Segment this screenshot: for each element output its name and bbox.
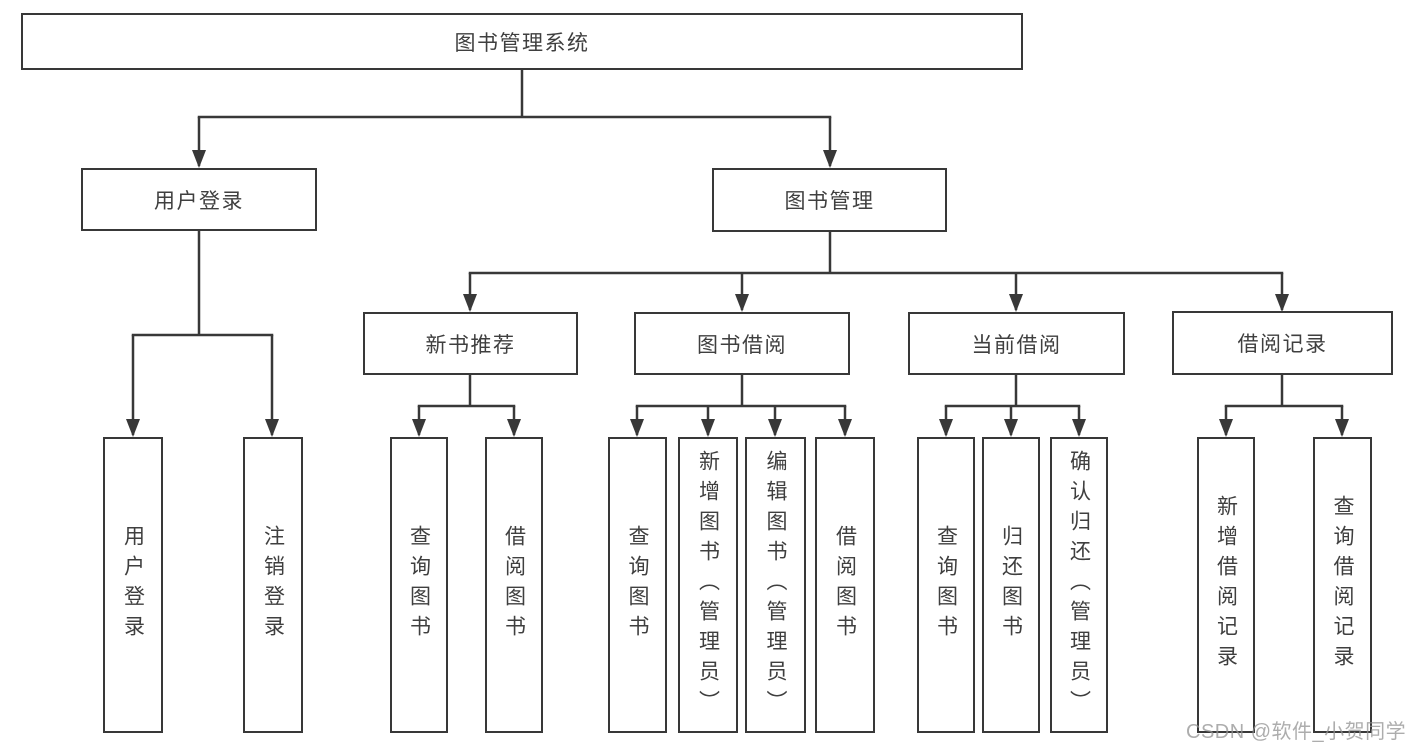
node-records-query-record: 查询借阅记录	[1313, 437, 1372, 733]
node-logout-action: 注销登录	[243, 437, 303, 733]
node-label: 查询图书	[626, 525, 649, 645]
node-borrowing-records: 借阅记录	[1172, 311, 1393, 375]
node-label: 借阅图书	[833, 525, 857, 645]
node-records-add-record: 新增借阅记录	[1197, 437, 1255, 733]
node-newbook-borrow-books: 借阅图书	[485, 437, 543, 733]
node-label: 确认归还（管理员）	[1067, 450, 1091, 720]
node-user-login: 用户登录	[81, 168, 317, 231]
node-label: 当前借阅	[971, 333, 1062, 357]
node-newbook-query-books: 查询图书	[390, 437, 448, 733]
node-label: 编辑图书（管理员）	[764, 450, 787, 720]
node-borrow-edit-books-admin: 编辑图书（管理员）	[745, 437, 806, 733]
node-label: 查询图书	[934, 525, 958, 645]
node-current-confirm-return-admin: 确认归还（管理员）	[1050, 437, 1108, 733]
node-label: 图书管理系统	[454, 31, 590, 55]
node-label: 用户登录	[121, 525, 145, 645]
node-label: 借阅记录	[1237, 333, 1328, 356]
node-label: 用户登录	[154, 189, 244, 213]
node-label: 注销登录	[261, 525, 285, 645]
node-label: 新书推荐	[425, 333, 516, 357]
node-book-management: 图书管理	[712, 168, 947, 232]
node-new-book-recommend: 新书推荐	[363, 312, 578, 375]
node-user-login-action: 用户登录	[103, 437, 163, 733]
node-label: 新增借阅记录	[1214, 495, 1238, 675]
node-current-borrowing: 当前借阅	[908, 312, 1125, 375]
node-book-borrowing: 图书借阅	[634, 312, 850, 375]
node-borrow-add-books-admin: 新增图书（管理员）	[678, 437, 738, 733]
node-label: 借阅图书	[502, 525, 526, 645]
node-label: 图书借阅	[697, 333, 787, 357]
node-current-return-books: 归还图书	[982, 437, 1040, 733]
node-label: 新增图书（管理员）	[696, 450, 720, 720]
node-borrow-borrow-books: 借阅图书	[815, 437, 875, 733]
node-label: 图书管理	[784, 190, 875, 213]
node-borrow-query-books: 查询图书	[608, 437, 667, 733]
node-current-query-books: 查询图书	[917, 437, 975, 733]
node-label: 查询借阅记录	[1331, 495, 1354, 675]
csdn-watermark: CSDN @软件_小贺同学	[1186, 721, 1405, 743]
node-label: 查询图书	[407, 525, 431, 645]
node-label: 归还图书	[999, 525, 1023, 645]
node-library-management-system: 图书管理系统	[21, 13, 1023, 70]
